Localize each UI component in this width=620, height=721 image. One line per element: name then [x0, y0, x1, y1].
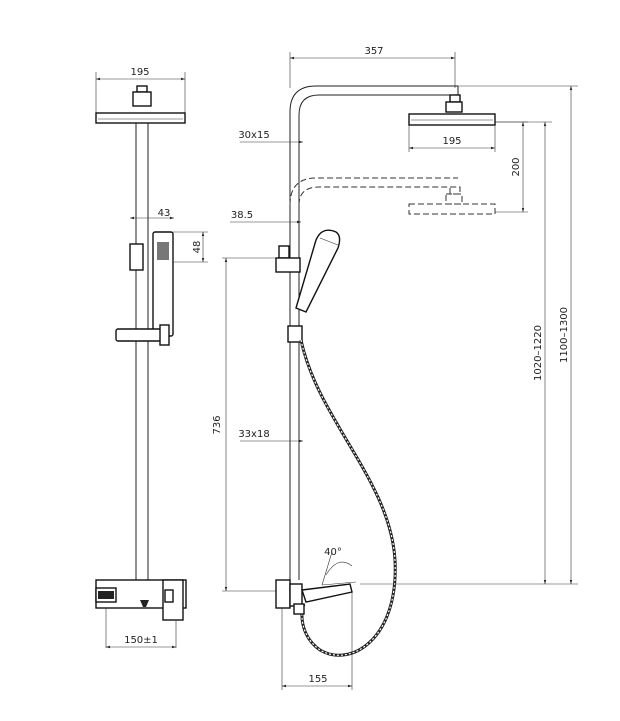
holder-clip	[159, 324, 170, 346]
side-head-neck	[449, 94, 461, 103]
front-shower-head	[95, 112, 186, 124]
dim-bracket-depth: 38.5	[231, 210, 253, 221]
angle-arc	[325, 561, 353, 576]
lowered-head-neck	[449, 186, 461, 195]
hose-outer	[299, 339, 397, 657]
slider-block	[129, 243, 144, 271]
wall-bracket	[278, 245, 290, 259]
dim-head-height-range: 1020–1220	[533, 325, 544, 381]
arm-lowered-inner	[298, 186, 458, 206]
dim-handset-offset: 43	[158, 208, 171, 219]
lowered-head-swivel	[445, 193, 463, 205]
dim-total-height-range: 1100–1300	[559, 307, 570, 363]
side-slider	[275, 257, 301, 273]
hose-pattern	[300, 339, 396, 656]
side-head-swivel	[445, 101, 463, 113]
arm-inner	[298, 94, 458, 250]
angle-leg	[321, 581, 357, 586]
dim-valve-projection: 155	[308, 674, 327, 685]
dim-upper-tube: 30x15	[238, 130, 269, 141]
dim-front-head-width: 195	[130, 67, 149, 78]
handset-spray-face	[157, 242, 169, 260]
side-view: 357 30x15 195 200 38.5	[212, 46, 578, 690]
dim-height-adjust: 200	[511, 157, 522, 176]
valve-lever	[301, 583, 353, 603]
dim-lower-tube: 33x18	[238, 429, 269, 440]
dim-handset-height: 48	[192, 241, 203, 254]
dim-angle: 40°	[324, 547, 342, 558]
dim-arm-length: 357	[364, 46, 383, 57]
wall-flange	[275, 579, 291, 609]
dim-front-base-width: 150±1	[124, 635, 158, 646]
handset-face	[319, 237, 339, 246]
knob-grip	[98, 591, 114, 599]
side-hose-holder	[287, 325, 303, 343]
lowered-shower-head	[408, 203, 496, 215]
valve-body	[289, 583, 303, 607]
front-outlet	[140, 600, 149, 607]
side-shower-head	[408, 113, 496, 126]
arm-outer	[289, 85, 458, 250]
head-cap	[136, 85, 148, 93]
valve-outlet	[293, 603, 305, 615]
dim-valve-to-holder: 736	[212, 415, 223, 434]
side-handset	[295, 229, 341, 313]
head-swivel	[132, 91, 152, 107]
front-view: 195 43 48 150±1	[95, 67, 208, 649]
dim-side-head-width: 195	[442, 136, 461, 147]
arm-lowered-outer	[289, 177, 458, 206]
angle-leg	[321, 551, 333, 586]
diverter-lever	[164, 589, 174, 603]
